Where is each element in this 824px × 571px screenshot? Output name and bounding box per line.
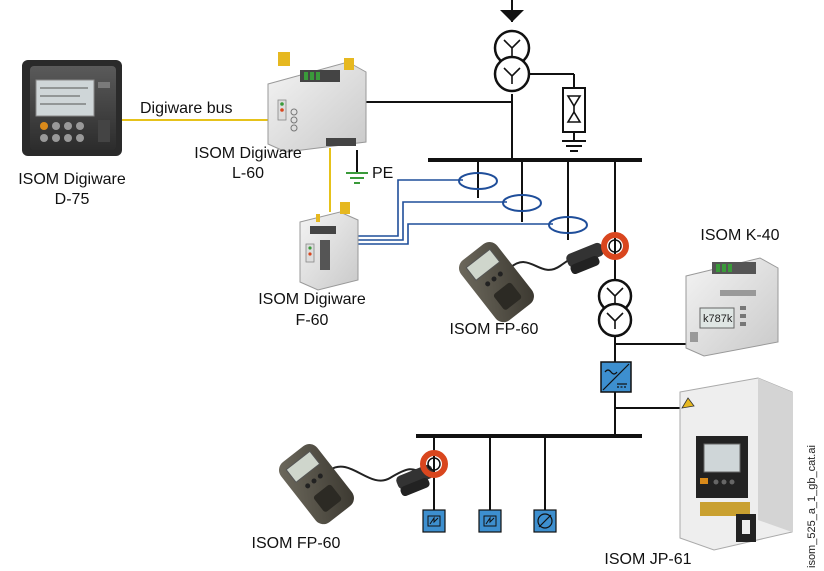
clamp-icon (396, 450, 448, 497)
l60-label-line1: ISOM Digiware (194, 145, 302, 162)
isom-fp60-top-device (458, 232, 629, 323)
clamp-icon (566, 232, 629, 275)
d75-label-line1: ISOM Digiware (18, 171, 126, 188)
surge-arrester-icon (562, 87, 586, 133)
fp60-top-label: ISOM FP-60 (450, 321, 539, 338)
fp60-bottom-label: ISOM FP-60 (252, 535, 341, 552)
inverter-icon (600, 361, 632, 393)
isom-jp61-device (679, 377, 793, 551)
isom-digiware-d75-device (22, 60, 122, 156)
f60-label-line2: F-60 (296, 312, 329, 329)
load-icon (422, 509, 446, 533)
l60-label-line2: L-60 (232, 165, 264, 182)
isom-digiware-l60-device (267, 52, 367, 153)
earth-icon (562, 140, 586, 152)
digiware-bus-cable (120, 119, 331, 212)
isom-fp60-bottom-device (278, 444, 448, 525)
isom-k40-device: k787k (685, 257, 779, 357)
pe-label: PE (372, 165, 393, 182)
k40-label: ISOM K-40 (700, 227, 779, 244)
k40-display-readout: k787k (703, 313, 733, 325)
motor-icon (533, 509, 557, 533)
f60-label-line1: ISOM Digiware (258, 291, 366, 308)
jp61-label: ISOM JP-61 (604, 551, 691, 568)
isom-digiware-f60-device (299, 202, 359, 291)
d75-label-line2: D-75 (55, 191, 90, 208)
digiware-bus-label: Digiware bus (140, 100, 232, 117)
sensor-cables (356, 179, 553, 245)
supply-arrow-icon (500, 0, 524, 22)
transformer-icon (493, 29, 531, 93)
current-transformer-icon (458, 172, 588, 234)
transformer-icon (597, 278, 633, 338)
load-icon (478, 509, 502, 533)
file-reference: isom_525_a_1_gb_cat.ai (806, 445, 818, 568)
pe-earth-icon (346, 172, 368, 184)
